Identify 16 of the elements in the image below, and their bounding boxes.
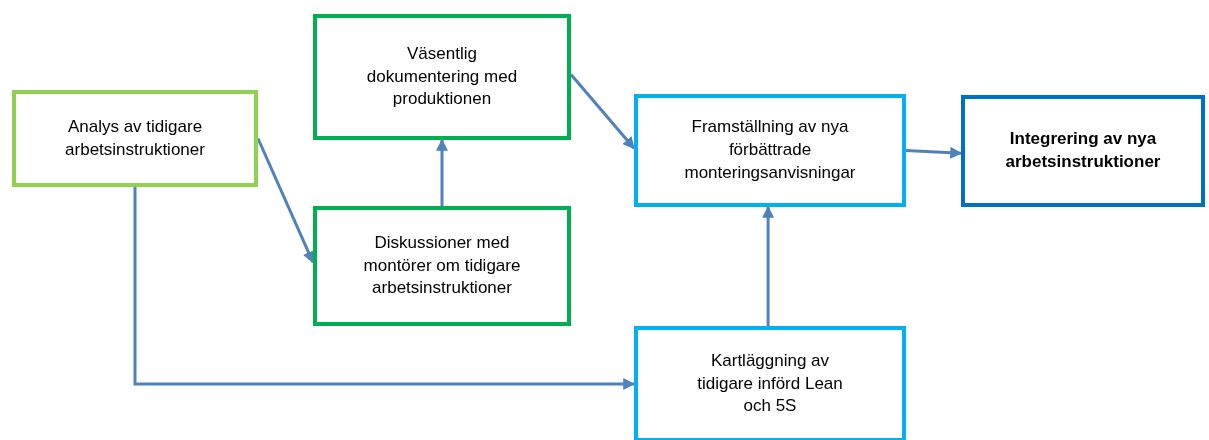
box-label: Väsentlig dokumentering med produktionen (365, 42, 519, 111)
arrow (762, 205, 775, 326)
box-label: Diskussioner med montörer om tidigare arbetsinstruktioner (362, 231, 522, 300)
box-label: Framställning av nya förbättrade monteringsanvisningar (683, 116, 857, 184)
process-box (961, 95, 1205, 207)
arrow (436, 138, 448, 206)
process-box (313, 14, 571, 140)
box-label: Analys av tidigare arbetsinstruktioner (64, 115, 206, 161)
process-box (313, 206, 571, 326)
box-label: Integrering av nya arbetsinstruktioner (1004, 128, 1162, 173)
process-box (634, 94, 906, 207)
box-label: Kartläggning av tidigare införd Lean och 5S (696, 349, 844, 418)
process-box (634, 326, 906, 440)
arrow (133, 187, 636, 390)
process-box (12, 90, 258, 187)
arrow (905, 146, 963, 159)
